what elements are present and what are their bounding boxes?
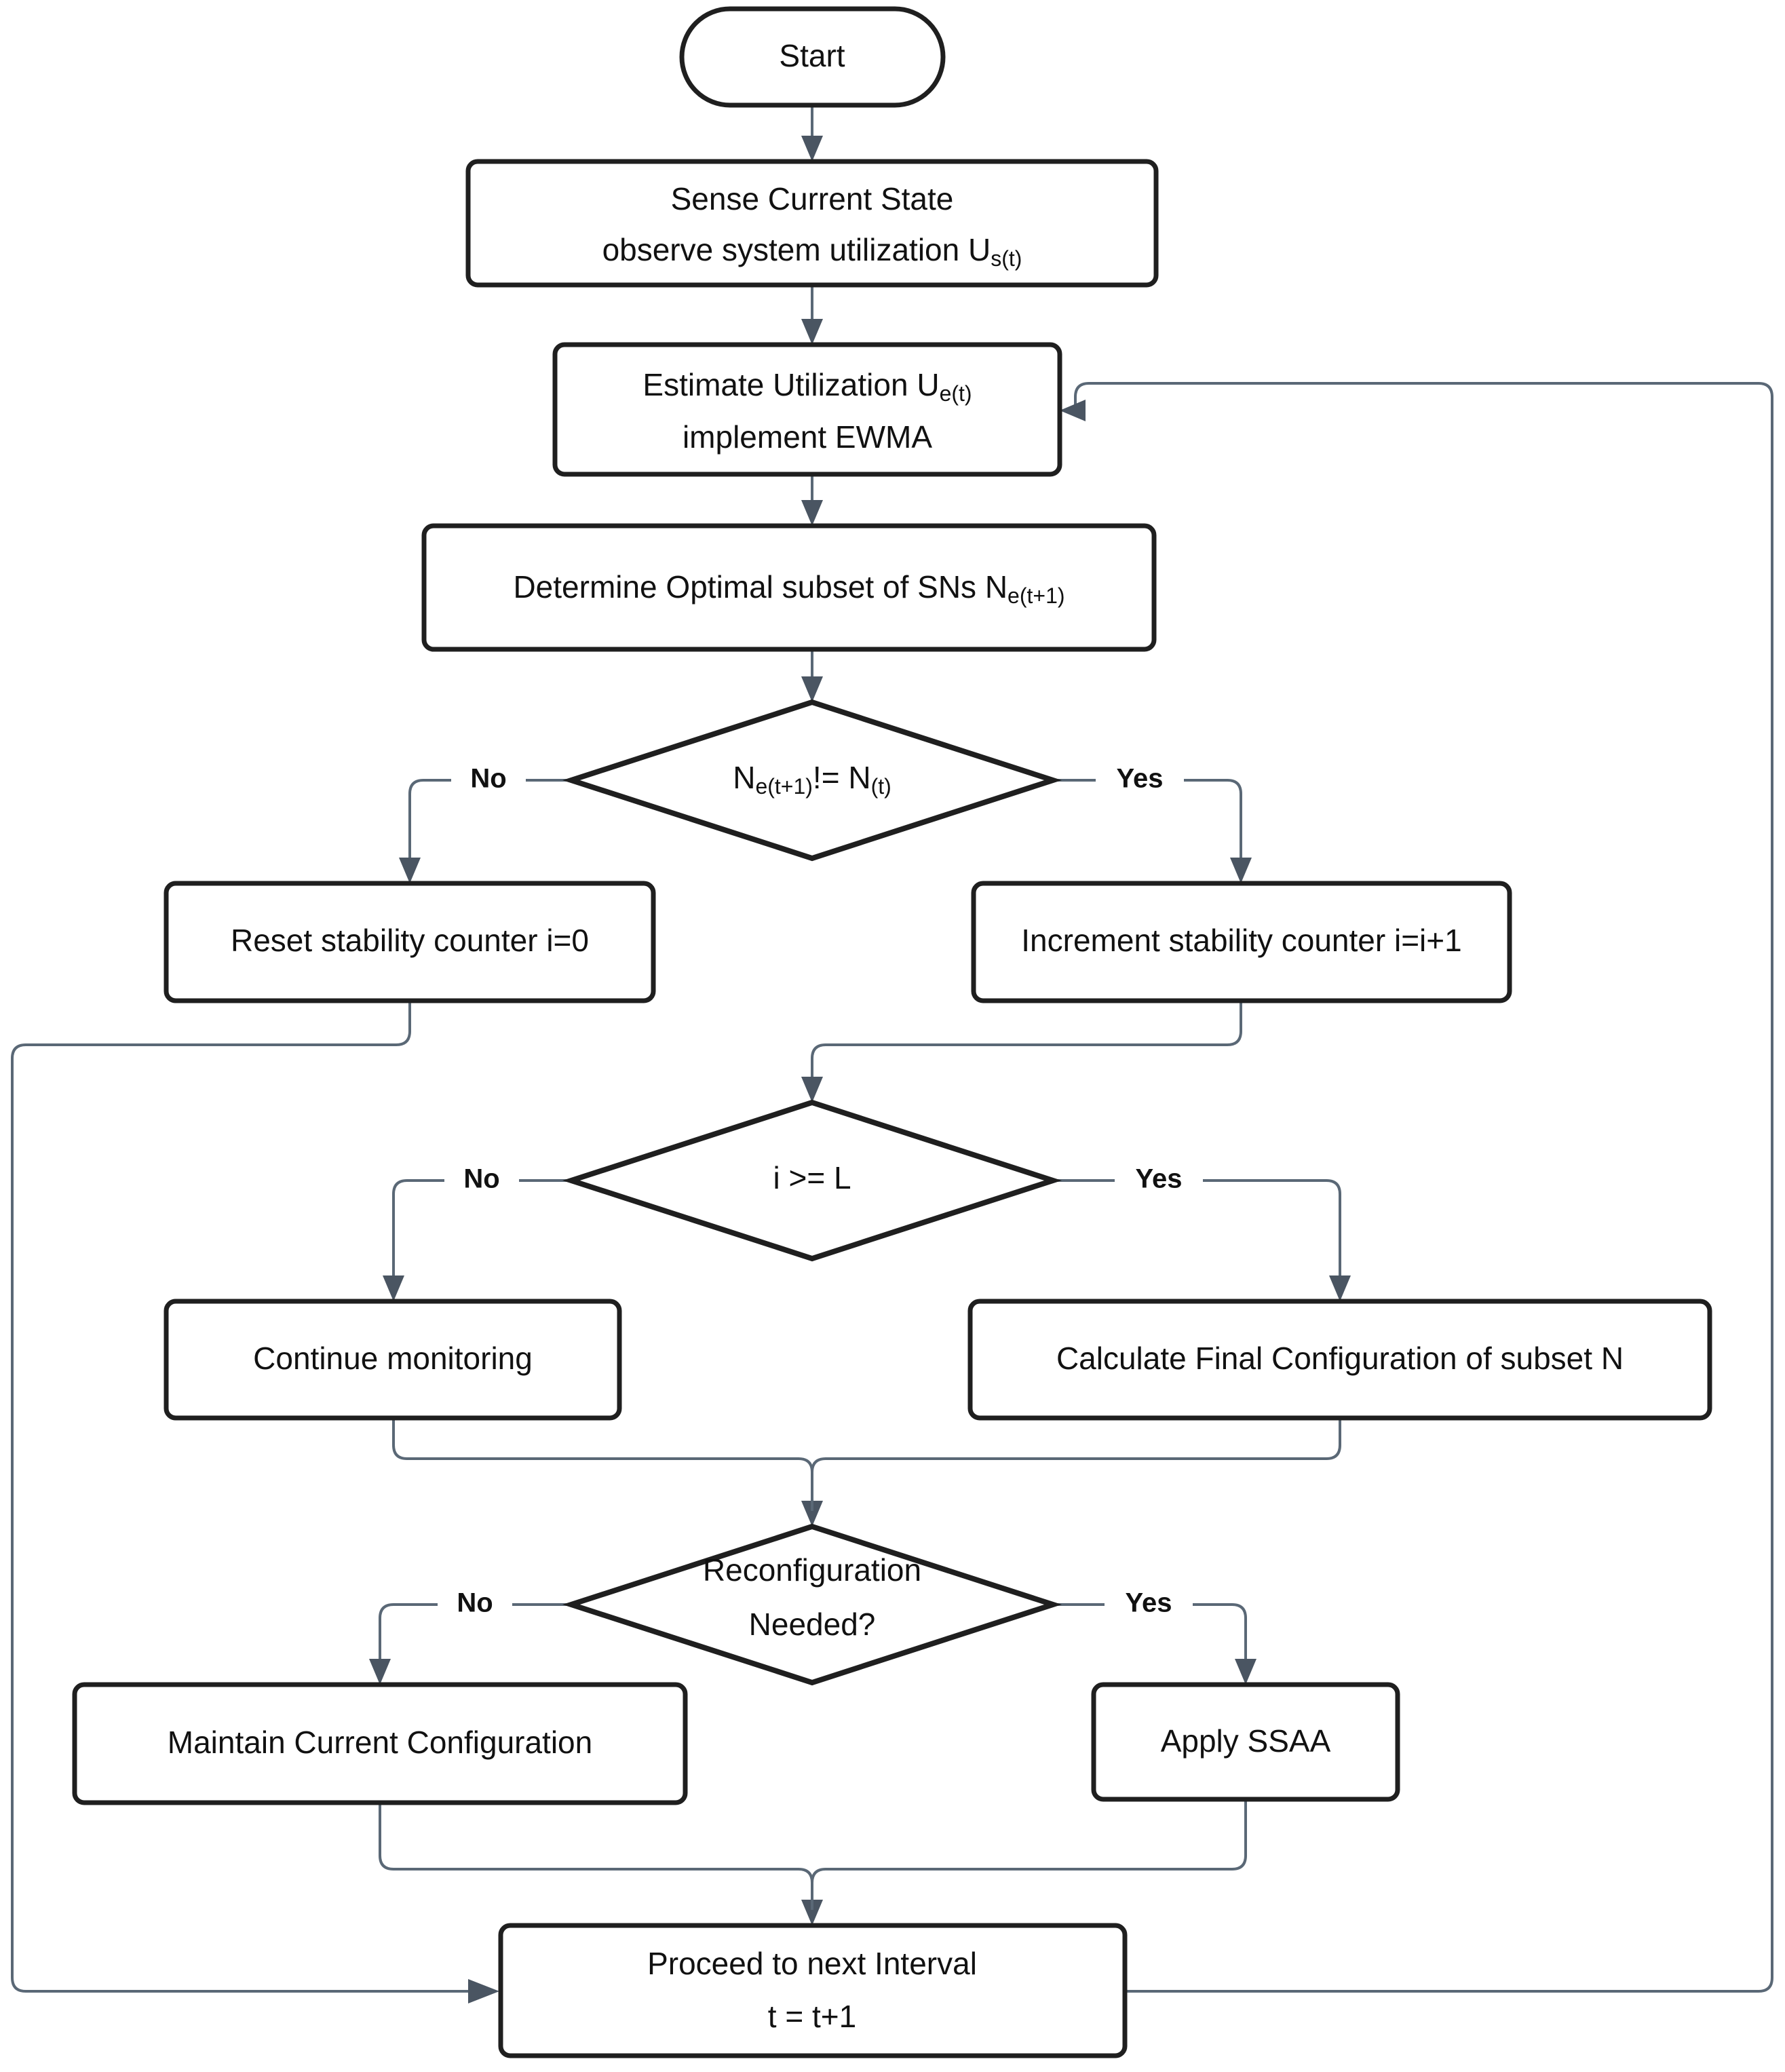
maintain-config-label: Maintain Current Configuration — [168, 1725, 592, 1760]
maintain-config-shape — [72, 1682, 688, 1805]
determine-shape — [421, 523, 1157, 652]
dsc-pre-sub: e(t+1) — [755, 774, 812, 799]
node-apply-ssaa[interactable]: Apply SSAA — [1091, 1682, 1400, 1802]
edge-apply-ssaa-to-next-interval — [811, 1799, 1247, 1910]
decision-subset-changed-shape — [562, 699, 1062, 862]
edge-determine-to-decision-change — [801, 649, 823, 702]
node-continue-monitoring[interactable]: Continue monitoring — [164, 1299, 622, 1421]
determine-main: Determine Optimal subset of SNs N — [513, 569, 1007, 605]
determine-sub: e(t+1) — [1007, 583, 1064, 608]
dsc-post-sub: (t) — [871, 774, 891, 799]
calculate-final-label: Calculate Final Configuration of subset … — [1056, 1341, 1624, 1376]
node-maintain-current-configuration[interactable]: Maintain Current Configuration — [72, 1682, 688, 1805]
next-interval-shape — [498, 1923, 1128, 2058]
increment-counter-shape — [971, 881, 1512, 1003]
node-calculate-final-configuration[interactable]: Calculate Final Configuration of subset … — [967, 1299, 1712, 1421]
edge-label-reconfig-no: No — [457, 1588, 493, 1618]
decision-threshold-label: i >= L — [773, 1160, 851, 1195]
label-bg-reconfig-yes — [1105, 1586, 1193, 1624]
node-estimate-utilization[interactable]: Estimate Utilization Ue(t) implement EWM… — [552, 342, 1062, 477]
decision-subset-changed-label: Ne(t+1)!= N(t) — [733, 760, 891, 799]
label-bg-threshold-no — [444, 1162, 519, 1200]
apply-ssaa-shape — [1091, 1682, 1400, 1802]
continue-monitoring-label: Continue monitoring — [253, 1341, 533, 1376]
increment-counter-label: Increment stability counter i=i+1 — [1021, 923, 1461, 958]
edge-continue-to-decision-reconfig — [392, 1418, 823, 1527]
apply-ssaa-label: Apply SSAA — [1161, 1723, 1331, 1759]
estimate-label-line1: Estimate Utilization Ue(t) — [642, 367, 972, 406]
node-layer: Start Sense Current State observe system… — [72, 6, 1712, 2058]
determine-label: Determine Optimal subset of SNs Ne(t+1) — [513, 569, 1064, 608]
node-increment-stability-counter[interactable]: Increment stability counter i=i+1 — [971, 881, 1512, 1003]
decision-threshold-shape — [562, 1099, 1062, 1262]
edge-calculate-to-decision-reconfig — [811, 1418, 1341, 1511]
node-decision-reconfiguration-needed[interactable]: Reconfiguration Needed? — [562, 1523, 1062, 1686]
label-bg-threshold-yes — [1115, 1162, 1203, 1200]
edge-sense-to-estimate — [801, 285, 823, 345]
dsc-pre: N — [733, 760, 755, 795]
node-start[interactable]: Start — [679, 6, 946, 108]
label-bg-change-no — [451, 761, 526, 799]
label-bg-change-yes — [1096, 761, 1184, 799]
estimate-line1-main: Estimate Utilization U — [642, 367, 939, 402]
edge-maintain-to-next-interval — [379, 1803, 823, 1925]
sense-line2-sub: s(t) — [991, 246, 1022, 271]
dsc-main: != N — [813, 760, 871, 795]
start-label: Start — [779, 38, 845, 73]
node-decision-stability-threshold[interactable]: i >= L — [562, 1099, 1062, 1262]
edge-label-reconfig-yes: Yes — [1126, 1588, 1172, 1618]
reset-counter-shape — [164, 881, 656, 1003]
next-interval-label-line2: t = t+1 — [768, 1999, 856, 2034]
start-shape — [679, 6, 946, 108]
node-decision-subset-changed[interactable]: Ne(t+1)!= N(t) — [562, 699, 1062, 862]
sense-shape — [465, 159, 1159, 288]
reset-counter-label: Reset stability counter i=0 — [231, 923, 589, 958]
estimate-label-line2: implement EWMA — [683, 419, 932, 455]
next-interval-label-line1: Proceed to next Interval — [647, 1946, 977, 1981]
edge-decision-reconfig-yes — [1053, 1603, 1256, 1685]
decision-reconfig-shape — [562, 1523, 1062, 1686]
edge-label-change-yes: Yes — [1117, 764, 1164, 794]
node-reset-stability-counter[interactable]: Reset stability counter i=0 — [164, 881, 656, 1003]
edge-decision-threshold-yes — [1053, 1179, 1351, 1301]
continue-monitoring-shape — [164, 1299, 622, 1421]
sense-label-line1: Sense Current State — [671, 181, 954, 216]
node-sense-current-state[interactable]: Sense Current State observe system utili… — [465, 159, 1159, 288]
sense-line2-main: observe system utilization U — [602, 232, 991, 267]
edge-start-to-sense — [801, 107, 823, 161]
edge-estimate-to-determine — [801, 474, 823, 526]
edge-decision-threshold-no — [383, 1179, 571, 1301]
edge-label-threshold-yes: Yes — [1136, 1164, 1183, 1194]
edge-label-change-no: No — [470, 764, 506, 794]
estimate-shape — [552, 342, 1062, 477]
sense-label-line2: observe system utilization Us(t) — [602, 232, 1022, 271]
edge-reset-to-next-interval — [11, 1001, 499, 2003]
edge-decision-change-no — [399, 779, 571, 883]
decision-reconfig-label-line2: Needed? — [749, 1607, 876, 1642]
edge-decision-reconfig-no — [369, 1603, 571, 1685]
node-proceed-next-interval[interactable]: Proceed to next Interval t = t+1 — [498, 1923, 1128, 2058]
edge-label-threshold-no: No — [463, 1164, 499, 1194]
node-determine-optimal-subset[interactable]: Determine Optimal subset of SNs Ne(t+1) — [421, 523, 1157, 652]
label-bg-reconfig-no — [438, 1586, 512, 1624]
calculate-final-shape — [967, 1299, 1712, 1421]
edge-layer — [11, 107, 1773, 2003]
edge-decision-change-yes — [1053, 779, 1252, 883]
edge-next-interval-to-estimate — [1060, 382, 1773, 1993]
estimate-line1-sub: e(t) — [940, 381, 972, 406]
edge-label-layer: No Yes No Yes No Yes — [438, 761, 1203, 1624]
decision-reconfig-label-line1: Reconfiguration — [703, 1552, 921, 1588]
edge-increment-to-decision-threshold — [801, 1001, 1242, 1102]
